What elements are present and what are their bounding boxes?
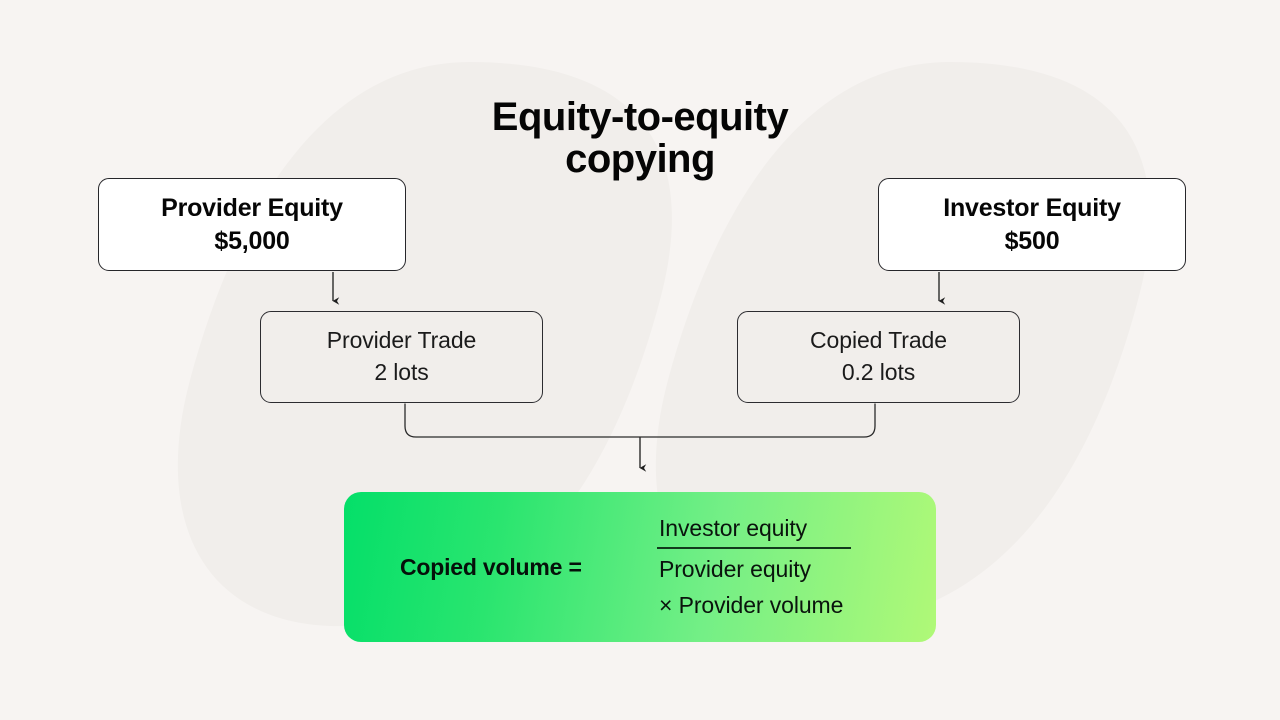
node-investor-equity: Investor Equity $500 <box>878 178 1186 271</box>
provider-trade-value: 2 lots <box>374 359 429 385</box>
fraction-denominator: Provider equity <box>659 555 811 582</box>
page-title: Equity-to-equity copying <box>390 96 890 180</box>
fraction-bar <box>657 547 851 549</box>
node-copied-trade: Copied Trade 0.2 lots <box>737 311 1020 403</box>
investor-equity-value: $500 <box>1004 226 1060 255</box>
investor-equity-label: Investor Equity <box>943 193 1121 222</box>
node-provider-trade: Provider Trade 2 lots <box>260 311 543 403</box>
formula-card: Copied volume = Investor equity Provider… <box>344 492 936 642</box>
copied-trade-value: 0.2 lots <box>841 359 916 385</box>
copied-trade-label: Copied Trade <box>810 327 947 354</box>
provider-equity-label: Provider Equity <box>161 193 343 222</box>
formula-left-hand-side: Copied volume = <box>400 553 582 580</box>
page-title-line-1: Equity-to-equity <box>491 95 789 139</box>
provider-equity-value: $5,000 <box>214 226 290 255</box>
formula-multiplier-term: × Provider volume <box>659 591 844 618</box>
provider-trade-label: Provider Trade <box>326 327 477 354</box>
node-provider-equity: Provider Equity $5,000 <box>98 178 406 271</box>
fraction-numerator: Investor equity <box>659 514 808 541</box>
formula-right-hand-side: Investor equity Provider equity × Provid… <box>657 492 851 642</box>
page-title-line-2: copying <box>565 137 715 181</box>
